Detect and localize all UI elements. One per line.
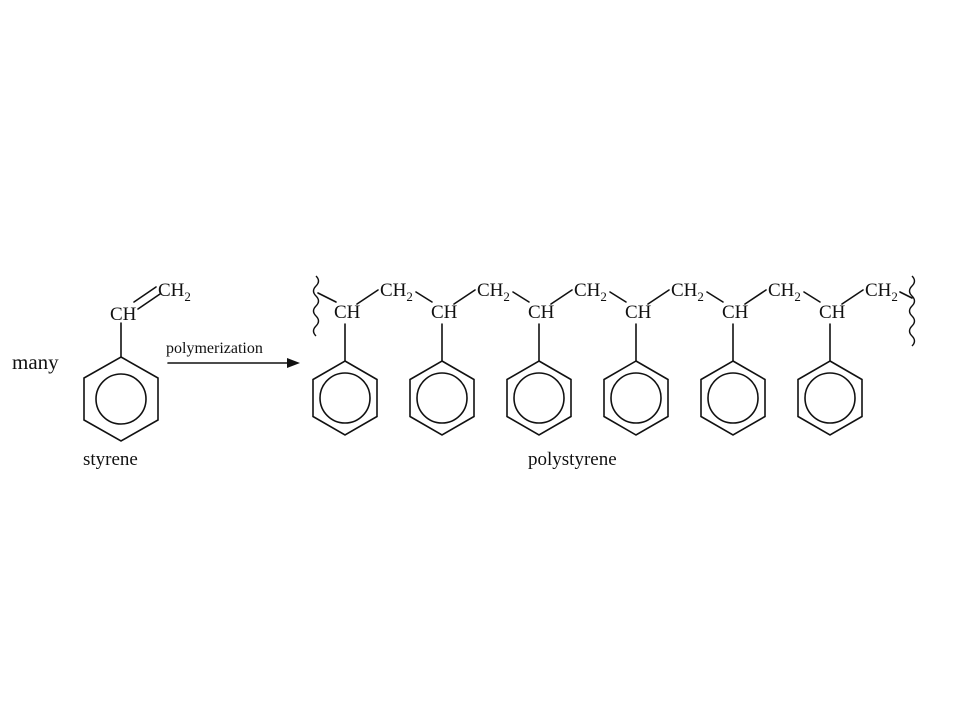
chain-ch2-label-1: CH2: [380, 280, 413, 304]
chain-benzene-ring-2: [409, 360, 475, 436]
chain-aromatic-circle-6: [804, 372, 856, 424]
chain-bond-down-3: [609, 291, 627, 303]
styrene-double-bond-b: [137, 293, 161, 310]
chain-end-wave-left: [312, 275, 320, 337]
styrene-ch-label: CH: [110, 304, 137, 325]
chain-bond-end: [899, 291, 913, 299]
arrow-head: [287, 358, 300, 368]
chain-ch2-label-5: CH2: [768, 280, 801, 304]
chain-bond-up-2: [453, 289, 476, 305]
chain-ch-label-6: CH: [819, 302, 846, 323]
chain-bond-start: [317, 292, 337, 303]
chain-aromatic-circle-2: [416, 372, 468, 424]
chain-bond-down-2: [512, 291, 530, 303]
chain-benzene-ring-1: [312, 360, 378, 436]
chain-bond-up-5: [744, 289, 767, 305]
chain-bond-down-5: [803, 291, 821, 303]
chain-ch-label-2: CH: [431, 302, 458, 323]
chain-aromatic-circle-4: [610, 372, 662, 424]
polymerization-label: polymerization: [166, 340, 263, 357]
styrene-ch2-label: CH2: [158, 280, 191, 304]
chain-ch-label-3: CH: [528, 302, 555, 323]
chain-aromatic-circle-1: [319, 372, 371, 424]
polystyrene-label: polystyrene: [528, 449, 617, 470]
styrene-double-bond-a: [133, 286, 157, 303]
reaction-arrow: polymerization: [166, 340, 300, 368]
styrene-label: styrene: [83, 449, 138, 470]
chain-bond-up-3: [550, 289, 573, 305]
chain-ch2-label-6: CH2: [865, 280, 898, 304]
chain-bond-down-1: [415, 291, 433, 303]
chain-ch2-label-3: CH2: [574, 280, 607, 304]
many-label: many: [12, 350, 59, 374]
chain-ch-label-5: CH: [722, 302, 749, 323]
chain-bond-up-4: [647, 289, 670, 305]
chain-ch2-label-2: CH2: [477, 280, 510, 304]
chain-end-wave-right: [908, 275, 916, 347]
chain-benzene-ring-6: [797, 360, 863, 436]
chain-bond-down-4: [706, 291, 724, 303]
chain-bond-up-6: [841, 289, 864, 305]
chain-ch-label-1: CH: [334, 302, 361, 323]
chain-benzene-ring-5: [700, 360, 766, 436]
chain-aromatic-circle-3: [513, 372, 565, 424]
styrene-benzene-ring: [83, 356, 159, 442]
chain-bond-up-1: [356, 289, 379, 305]
chain-ch2-label-4: CH2: [671, 280, 704, 304]
chain-aromatic-circle-5: [707, 372, 759, 424]
styrene-molecule: CH CH2: [83, 280, 191, 442]
chain-ch-label-4: CH: [625, 302, 652, 323]
chain-benzene-ring-3: [506, 360, 572, 436]
styrene-aromatic-circle: [95, 373, 147, 425]
chain-benzene-ring-4: [603, 360, 669, 436]
